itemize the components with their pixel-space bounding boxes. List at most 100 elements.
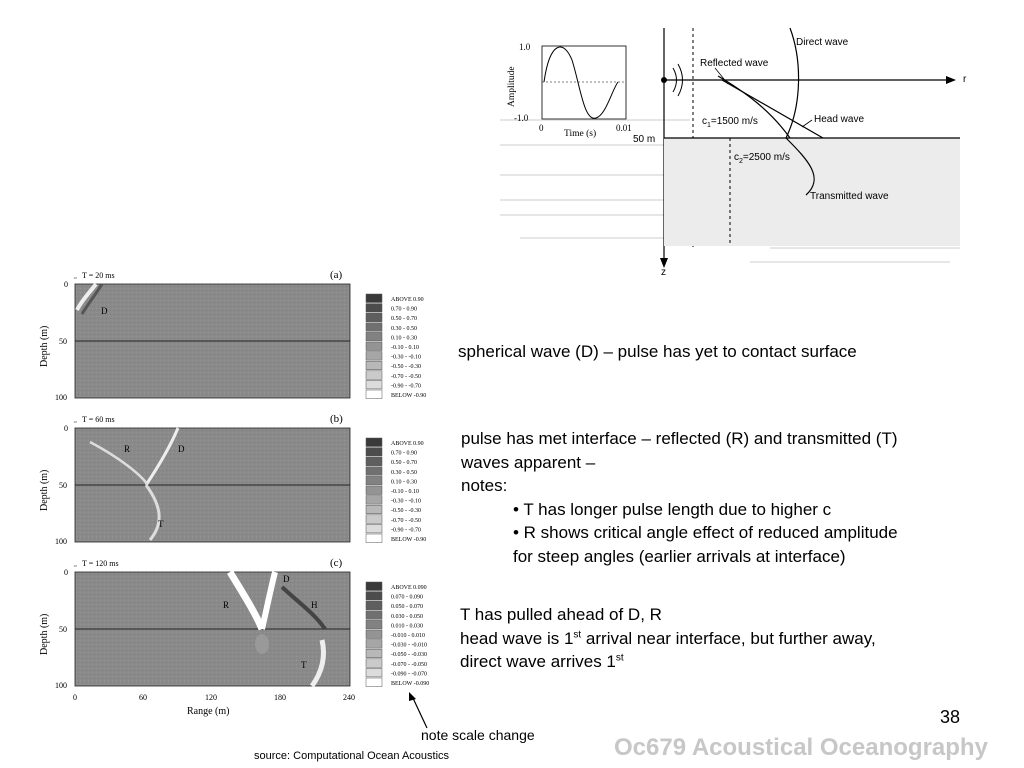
- panel-b-time-label: T = 60 ms: [82, 415, 115, 424]
- panel-a-depth-label: Depth (m): [39, 326, 50, 367]
- panel-b-bullet-2: • R shows critical angle effect of reduc…: [513, 523, 898, 542]
- legend-swatch: [365, 447, 383, 457]
- legend-swatch: [365, 312, 383, 322]
- legend-label: ABOVE 0.90: [391, 441, 424, 447]
- legend-label: 0.50 - 0.70: [391, 316, 417, 322]
- simulation-panels-figure: ▫ T = 20 ms (a) D Depth (m) 0 50 100 ABO…: [39, 269, 429, 717]
- panel-b-line-1: pulse has met interface – reflected (R) …: [461, 429, 898, 448]
- legend-label: 0.030 - 0.050: [391, 614, 423, 620]
- legend-label: -0.070 - -0.050: [391, 662, 427, 668]
- panel-c-notes: T has pulled ahead of D, R head wave is …: [460, 603, 1000, 674]
- time-tick-right: 0.01: [616, 123, 632, 133]
- legend-swatch: [365, 303, 383, 313]
- reflected-wave-curve: [717, 75, 791, 139]
- panel-a-note-text: spherical wave (D) – pulse has yet to co…: [458, 342, 857, 361]
- panel-c-time-label: T = 120 ms: [82, 559, 119, 568]
- panel-c-direct-wave: [259, 571, 278, 630]
- depth-50m-label: 50 m: [633, 134, 655, 145]
- source-point: [661, 77, 667, 83]
- panel-b-letter: (b): [330, 413, 343, 425]
- panel-c-head-wave: [280, 585, 327, 631]
- legend-label: -0.050 - -0.030: [391, 652, 427, 658]
- panel-b-label-r: R: [124, 444, 130, 454]
- legend-swatch: [365, 380, 383, 390]
- legend-swatch: [365, 668, 383, 678]
- legend-swatch: [365, 504, 383, 514]
- r-axis-label: r: [963, 74, 967, 85]
- panel-b-bullet-2-cont: for steep angles (earlier arrivals at in…: [513, 546, 846, 566]
- panel-b-tick-50: 50: [59, 481, 67, 490]
- direct-wave-curve: [785, 27, 800, 139]
- panel-b-bullet-1: • T has longer pulse length due to highe…: [513, 499, 832, 519]
- legend-label: 0.70 - 0.90: [391, 451, 417, 457]
- time-tick-left: 0: [539, 123, 544, 133]
- panel-a-tick-0: 0: [64, 280, 68, 289]
- panel-a-time-label: T = 20 ms: [82, 271, 115, 280]
- legend-label: -0.10 - 0.10: [391, 489, 419, 495]
- reflected-wave-pointer: [714, 67, 729, 85]
- panel-c-tick-50: 50: [59, 625, 67, 634]
- panel-a-direct-wave-shadow: [80, 283, 104, 315]
- range-axis-label: Range (m): [187, 706, 230, 717]
- legend-label: -0.50 - -0.30: [391, 508, 421, 514]
- head-wave-pointer: [801, 119, 813, 128]
- panel-b-label-d: D: [178, 444, 185, 454]
- panel-c-reflected-wave: [226, 570, 266, 631]
- z-axis-label: z: [661, 267, 666, 275]
- scan-background-noise: [500, 119, 960, 263]
- legend-swatch: [365, 495, 383, 505]
- panel-a-letter: (a): [330, 269, 343, 281]
- panel-c-depth-label: Depth (m): [39, 614, 50, 655]
- legend-label: 0.070 - 0.090: [391, 595, 423, 601]
- head-wave-label: Head wave: [814, 114, 864, 125]
- legend-label: 0.050 - 0.070: [391, 604, 423, 610]
- legend-label: -0.50 - -0.30: [391, 364, 421, 370]
- range-tick-0: 0: [73, 693, 77, 702]
- panel-c-label-r: R: [223, 600, 229, 610]
- panel-b-legend: ABOVE 0.900.70 - 0.900.50 - 0.700.30 - 0…: [365, 437, 426, 543]
- legend-swatch: [365, 437, 383, 447]
- c1-label: c1=1500 m/s: [702, 116, 758, 129]
- legend-swatch: [365, 456, 383, 466]
- panel-c: ▫ T = 120 ms (c) D R H T Depth (m) 0 50 …: [39, 557, 429, 717]
- legend-swatch: [365, 341, 383, 351]
- panel-b-depth-label: Depth (m): [39, 470, 50, 511]
- direct-wave-label: Direct wave: [796, 37, 849, 48]
- legend-label: BELOW -0.090: [391, 681, 429, 687]
- panel-b-marker: ▫: [74, 418, 76, 426]
- amplitude-inset-frame: [541, 45, 627, 120]
- legend-swatch: [365, 485, 383, 495]
- legend-swatch: [365, 370, 383, 380]
- panel-a-tick-50: 50: [59, 337, 67, 346]
- legend-swatch: [365, 620, 383, 630]
- wave-geometry-diagram: Amplitude 1.0 -1.0 0 0.01 Time (s) Direc…: [500, 27, 967, 275]
- course-title: Oc679 Acoustical Oceanography: [614, 734, 988, 761]
- amplitude-tick-bottom: -1.0: [514, 113, 529, 123]
- legend-swatch: [365, 322, 383, 332]
- legend-label: 0.30 - 0.50: [391, 470, 417, 476]
- range-tick-180: 180: [274, 693, 286, 702]
- panel-b: ▫ T = 60 ms (b) R D T Depth (m) 0 50 100…: [39, 413, 426, 546]
- bottom-layer-fill: [664, 138, 960, 246]
- amplitude-axis-label: Amplitude: [507, 66, 517, 107]
- legend-label: -0.90 - -0.70: [391, 527, 421, 533]
- legend-label: -0.010 - 0.010: [391, 633, 425, 639]
- legend-label: BELOW -0.90: [391, 393, 426, 399]
- panel-c-letter: (c): [330, 557, 343, 569]
- legend-swatch: [365, 476, 383, 486]
- panel-c-tick-100: 100: [55, 681, 67, 690]
- panel-b-line-2: waves apparent –: [461, 452, 596, 472]
- panel-b-tick-100: 100: [55, 537, 67, 546]
- legend-label: 0.30 - 0.50: [391, 326, 417, 332]
- legend-label: ABOVE 0.90: [391, 297, 424, 303]
- panel-b-reflected-wave: [89, 440, 150, 486]
- source-citation: source: Computational Ocean Acoustics: [254, 750, 450, 762]
- panel-a-label-d: D: [101, 306, 108, 316]
- legend-swatch: [365, 332, 383, 342]
- panel-b-tick-0: 0: [64, 424, 68, 433]
- legend-swatch: [365, 629, 383, 639]
- legend-label: 0.10 - 0.30: [391, 479, 417, 485]
- legend-label: 0.010 - 0.030: [391, 623, 423, 629]
- legend-label: -0.10 - 0.10: [391, 345, 419, 351]
- transmitted-wave-curve: [785, 137, 815, 196]
